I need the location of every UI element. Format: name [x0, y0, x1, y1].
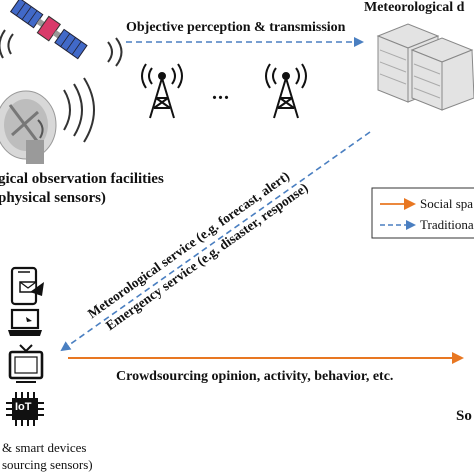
legend-traditional-label: Traditiona	[420, 217, 474, 232]
smartphone-icon	[10, 266, 44, 306]
radar-dish-icon	[0, 90, 57, 164]
crowdsourcing-label: Crowdsourcing opinion, activity, behavio…	[116, 369, 394, 384]
radar-signal-icon	[63, 77, 95, 143]
tower-icon-2	[265, 63, 307, 119]
laptop-icon	[8, 308, 42, 336]
tv-icon	[8, 344, 44, 383]
legend-box	[371, 187, 474, 239]
server-icon	[376, 23, 474, 111]
iot-chip-label: IoT	[15, 401, 32, 413]
tower-icon-1	[141, 63, 183, 119]
legend-social-label: Social spa	[420, 196, 474, 211]
facilities-label-line2: physical sensors)	[0, 190, 106, 206]
objective-label: Objective perception & transmission	[126, 20, 346, 35]
devices-label-line1: & smart devices	[2, 440, 87, 455]
society-label: So	[456, 408, 472, 424]
iot-chip-icon	[6, 392, 44, 426]
ellipsis-label: ...	[212, 82, 230, 104]
service-arrow	[60, 131, 371, 352]
satellite-icon	[9, 0, 88, 60]
devices-label-line2: sourcing sensors)	[2, 457, 93, 472]
meteorological-data-label: Meteorological d	[364, 0, 465, 15]
satellite-signal-icon	[0, 29, 123, 67]
facilities-label-line1: gical observation facilities	[0, 171, 164, 187]
